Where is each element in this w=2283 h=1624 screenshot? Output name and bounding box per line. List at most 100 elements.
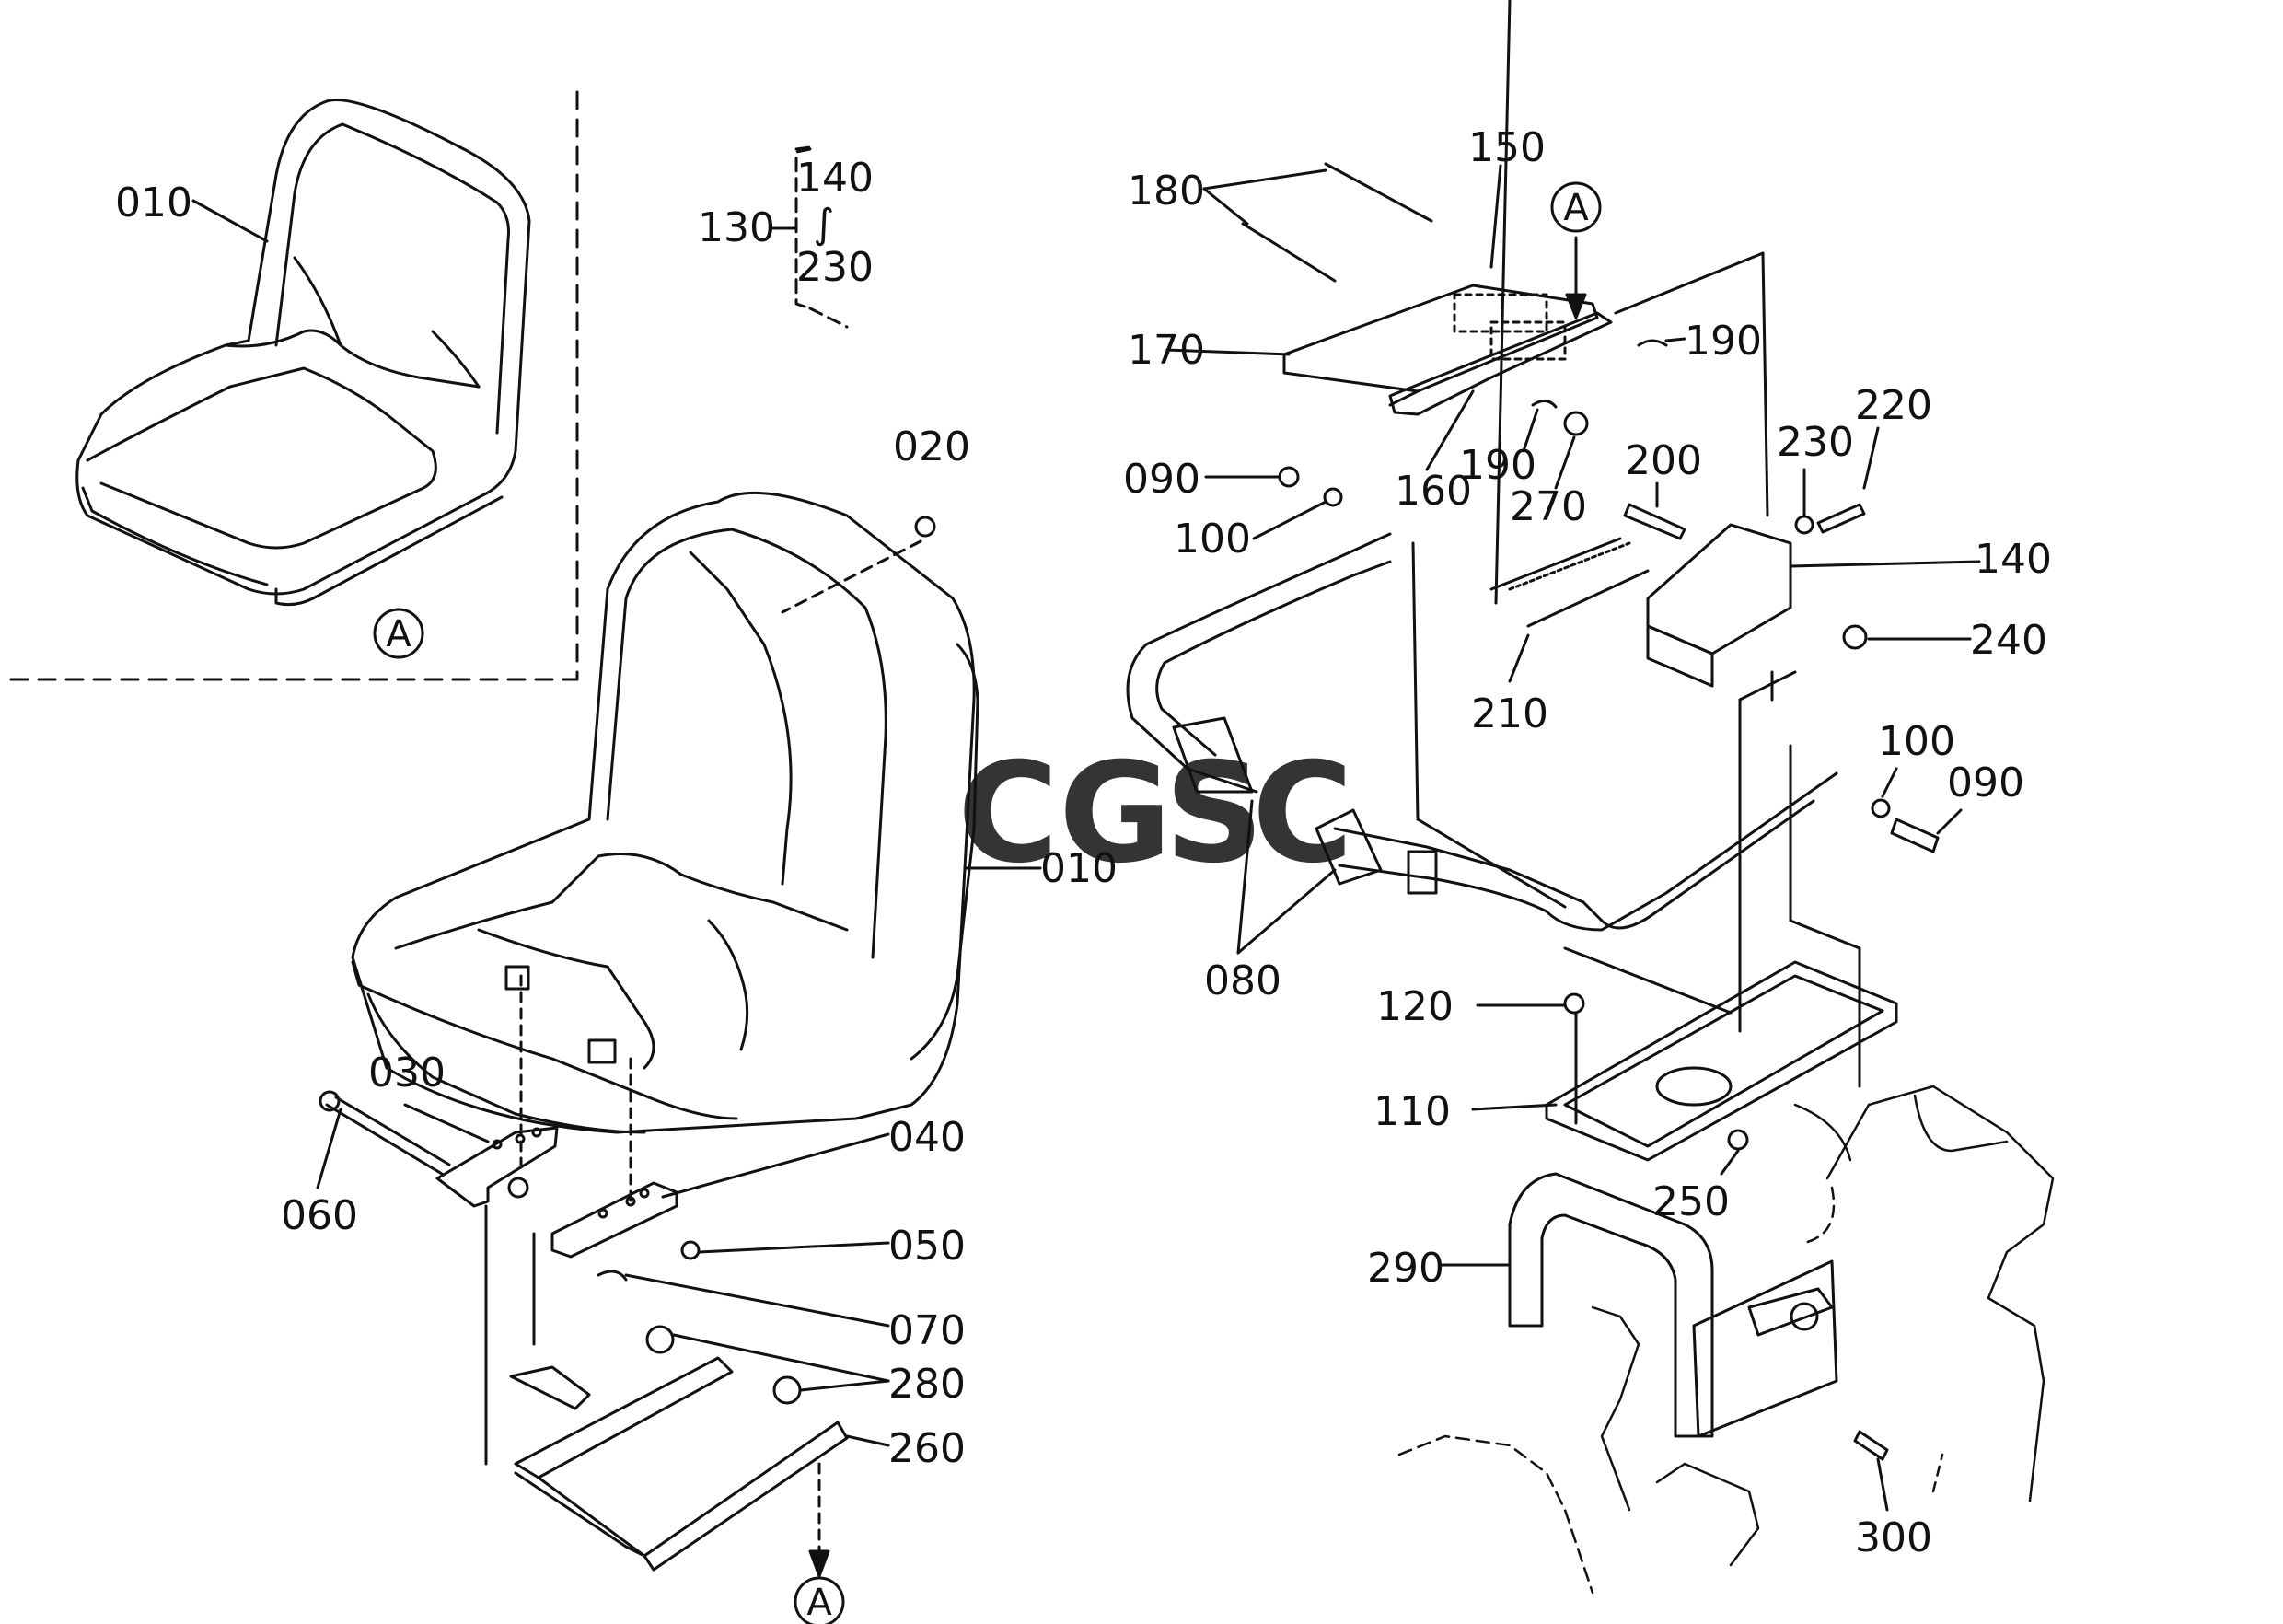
callout-220: 220: [1855, 382, 1932, 429]
marker-inset-a-text: A: [386, 613, 411, 655]
watermark-letter-1: C: [957, 734, 1059, 894]
bracket-040: [550, 1181, 678, 1259]
callout-170: 170: [1128, 327, 1205, 374]
leader-190b: [1522, 408, 1539, 453]
bolt-090a: [1278, 466, 1300, 488]
spring-210: [1489, 537, 1650, 628]
callout-180: 180: [1128, 168, 1205, 215]
bracket-140: [1646, 523, 1792, 688]
callout-110: 110: [1373, 1088, 1451, 1135]
seat-belt-080: [1126, 532, 1838, 932]
callout-100b: 100: [1878, 718, 1955, 765]
leader-210b: [1508, 633, 1530, 683]
callout-150: 150: [1468, 124, 1546, 171]
bolt-220: [1816, 503, 1866, 534]
callout-250: 250: [1652, 1178, 1730, 1225]
callout-270: 270: [1510, 483, 1587, 530]
bolt-300: [1853, 1430, 1889, 1461]
callout-020: 020: [893, 423, 970, 470]
leader-280a: [672, 1333, 890, 1383]
leader-100a: [1252, 500, 1327, 540]
suspension-top-150: [1282, 284, 1613, 416]
pin-070: [597, 1270, 628, 1282]
leader-010-inset: [191, 199, 269, 243]
bolt-240: [1842, 624, 1868, 650]
base-plate-110: [1545, 960, 1898, 1162]
callout-010: 010: [1040, 845, 1118, 892]
inset-seat-drawing: [75, 99, 531, 607]
callout-080: 080: [1204, 957, 1281, 1004]
callout-090b: 090: [1947, 760, 2024, 806]
callout-070: 070: [888, 1307, 966, 1354]
marker-bottom-a-text: A: [806, 1582, 832, 1624]
pin-200: [1623, 503, 1686, 540]
nut-250: [1727, 1129, 1749, 1151]
washer-100b: [1871, 798, 1891, 818]
bolt-120: [1563, 992, 1585, 1015]
bolt-090b: [1890, 818, 1940, 853]
callout-260: 260: [888, 1425, 966, 1472]
callout-140-group: 140: [796, 155, 874, 202]
leader-080a: [1236, 799, 1254, 955]
watermark-letter-4: C: [1252, 734, 1353, 894]
callout-120: 120: [1376, 983, 1454, 1030]
marker-inset-a: A: [373, 608, 424, 659]
knob-280a: [645, 1325, 675, 1354]
watermark-letter-2: G: [1059, 734, 1172, 894]
leader-170: [1165, 348, 1291, 356]
leader-260: [845, 1434, 890, 1447]
frame-290: [1508, 1172, 1714, 1438]
callout-090a: 090: [1123, 456, 1200, 503]
leader-300: [1876, 1457, 1889, 1512]
leader-250: [1720, 1149, 1740, 1176]
callout-230: 230: [1777, 419, 1854, 466]
leader-210a: [1494, 0, 1512, 605]
dashed-020: [781, 539, 922, 614]
leader-220: [1862, 426, 1880, 490]
mount-bracket: [1692, 1259, 1838, 1438]
callout-040: 040: [888, 1114, 966, 1161]
callout-140: 140: [1975, 536, 2052, 583]
callout-190b: 190: [1459, 442, 1536, 489]
leader-140: [1789, 560, 1981, 568]
clip-190a: [1637, 339, 1668, 347]
pin-060: [319, 1090, 451, 1176]
leader-190a: [1664, 337, 1686, 342]
pin-180a: [1324, 162, 1433, 223]
leader-150: [1489, 164, 1502, 269]
callout-160: 160: [1395, 468, 1472, 515]
watermark: C G S C: [957, 734, 1353, 894]
callout-300: 300: [1855, 1514, 1932, 1561]
callout-060: 060: [281, 1192, 358, 1239]
leader-060: [316, 1108, 342, 1189]
arrow-a-head: [1565, 293, 1587, 319]
bushing-270: [1563, 411, 1589, 436]
callout-240: 240: [1970, 617, 2047, 664]
construction-lines: [1411, 251, 1861, 1088]
watermark-letter-3: S: [1165, 734, 1264, 894]
inset-frame: [9, 90, 579, 681]
callout-200: 200: [1625, 437, 1702, 484]
marker-top-a: A: [1550, 181, 1602, 233]
leader-160: [1425, 389, 1475, 471]
leader-280b: [799, 1379, 890, 1392]
callout-210: 210: [1471, 690, 1548, 737]
hinge-030: [435, 1126, 559, 1208]
callout-100a: 100: [1174, 516, 1251, 563]
leader-110: [1471, 1103, 1558, 1111]
washer-230: [1794, 515, 1814, 535]
washer-100a: [1323, 487, 1343, 507]
leader-030: [403, 1103, 490, 1143]
callouts: 010 130 140 230 020 010 030 060 040 050 …: [115, 124, 2052, 1561]
main-seat-drawing: [351, 491, 979, 1134]
callout-050: 050: [888, 1223, 966, 1270]
leader-100b: [1881, 767, 1898, 798]
leader-040: [661, 1132, 890, 1199]
nut-030: [507, 1177, 529, 1199]
callout-230-group: 230: [796, 244, 874, 291]
pin-180b: [1241, 222, 1337, 283]
leader-090b: [1936, 808, 1963, 835]
leader-270: [1554, 435, 1576, 490]
bolt-050: [680, 1240, 701, 1260]
